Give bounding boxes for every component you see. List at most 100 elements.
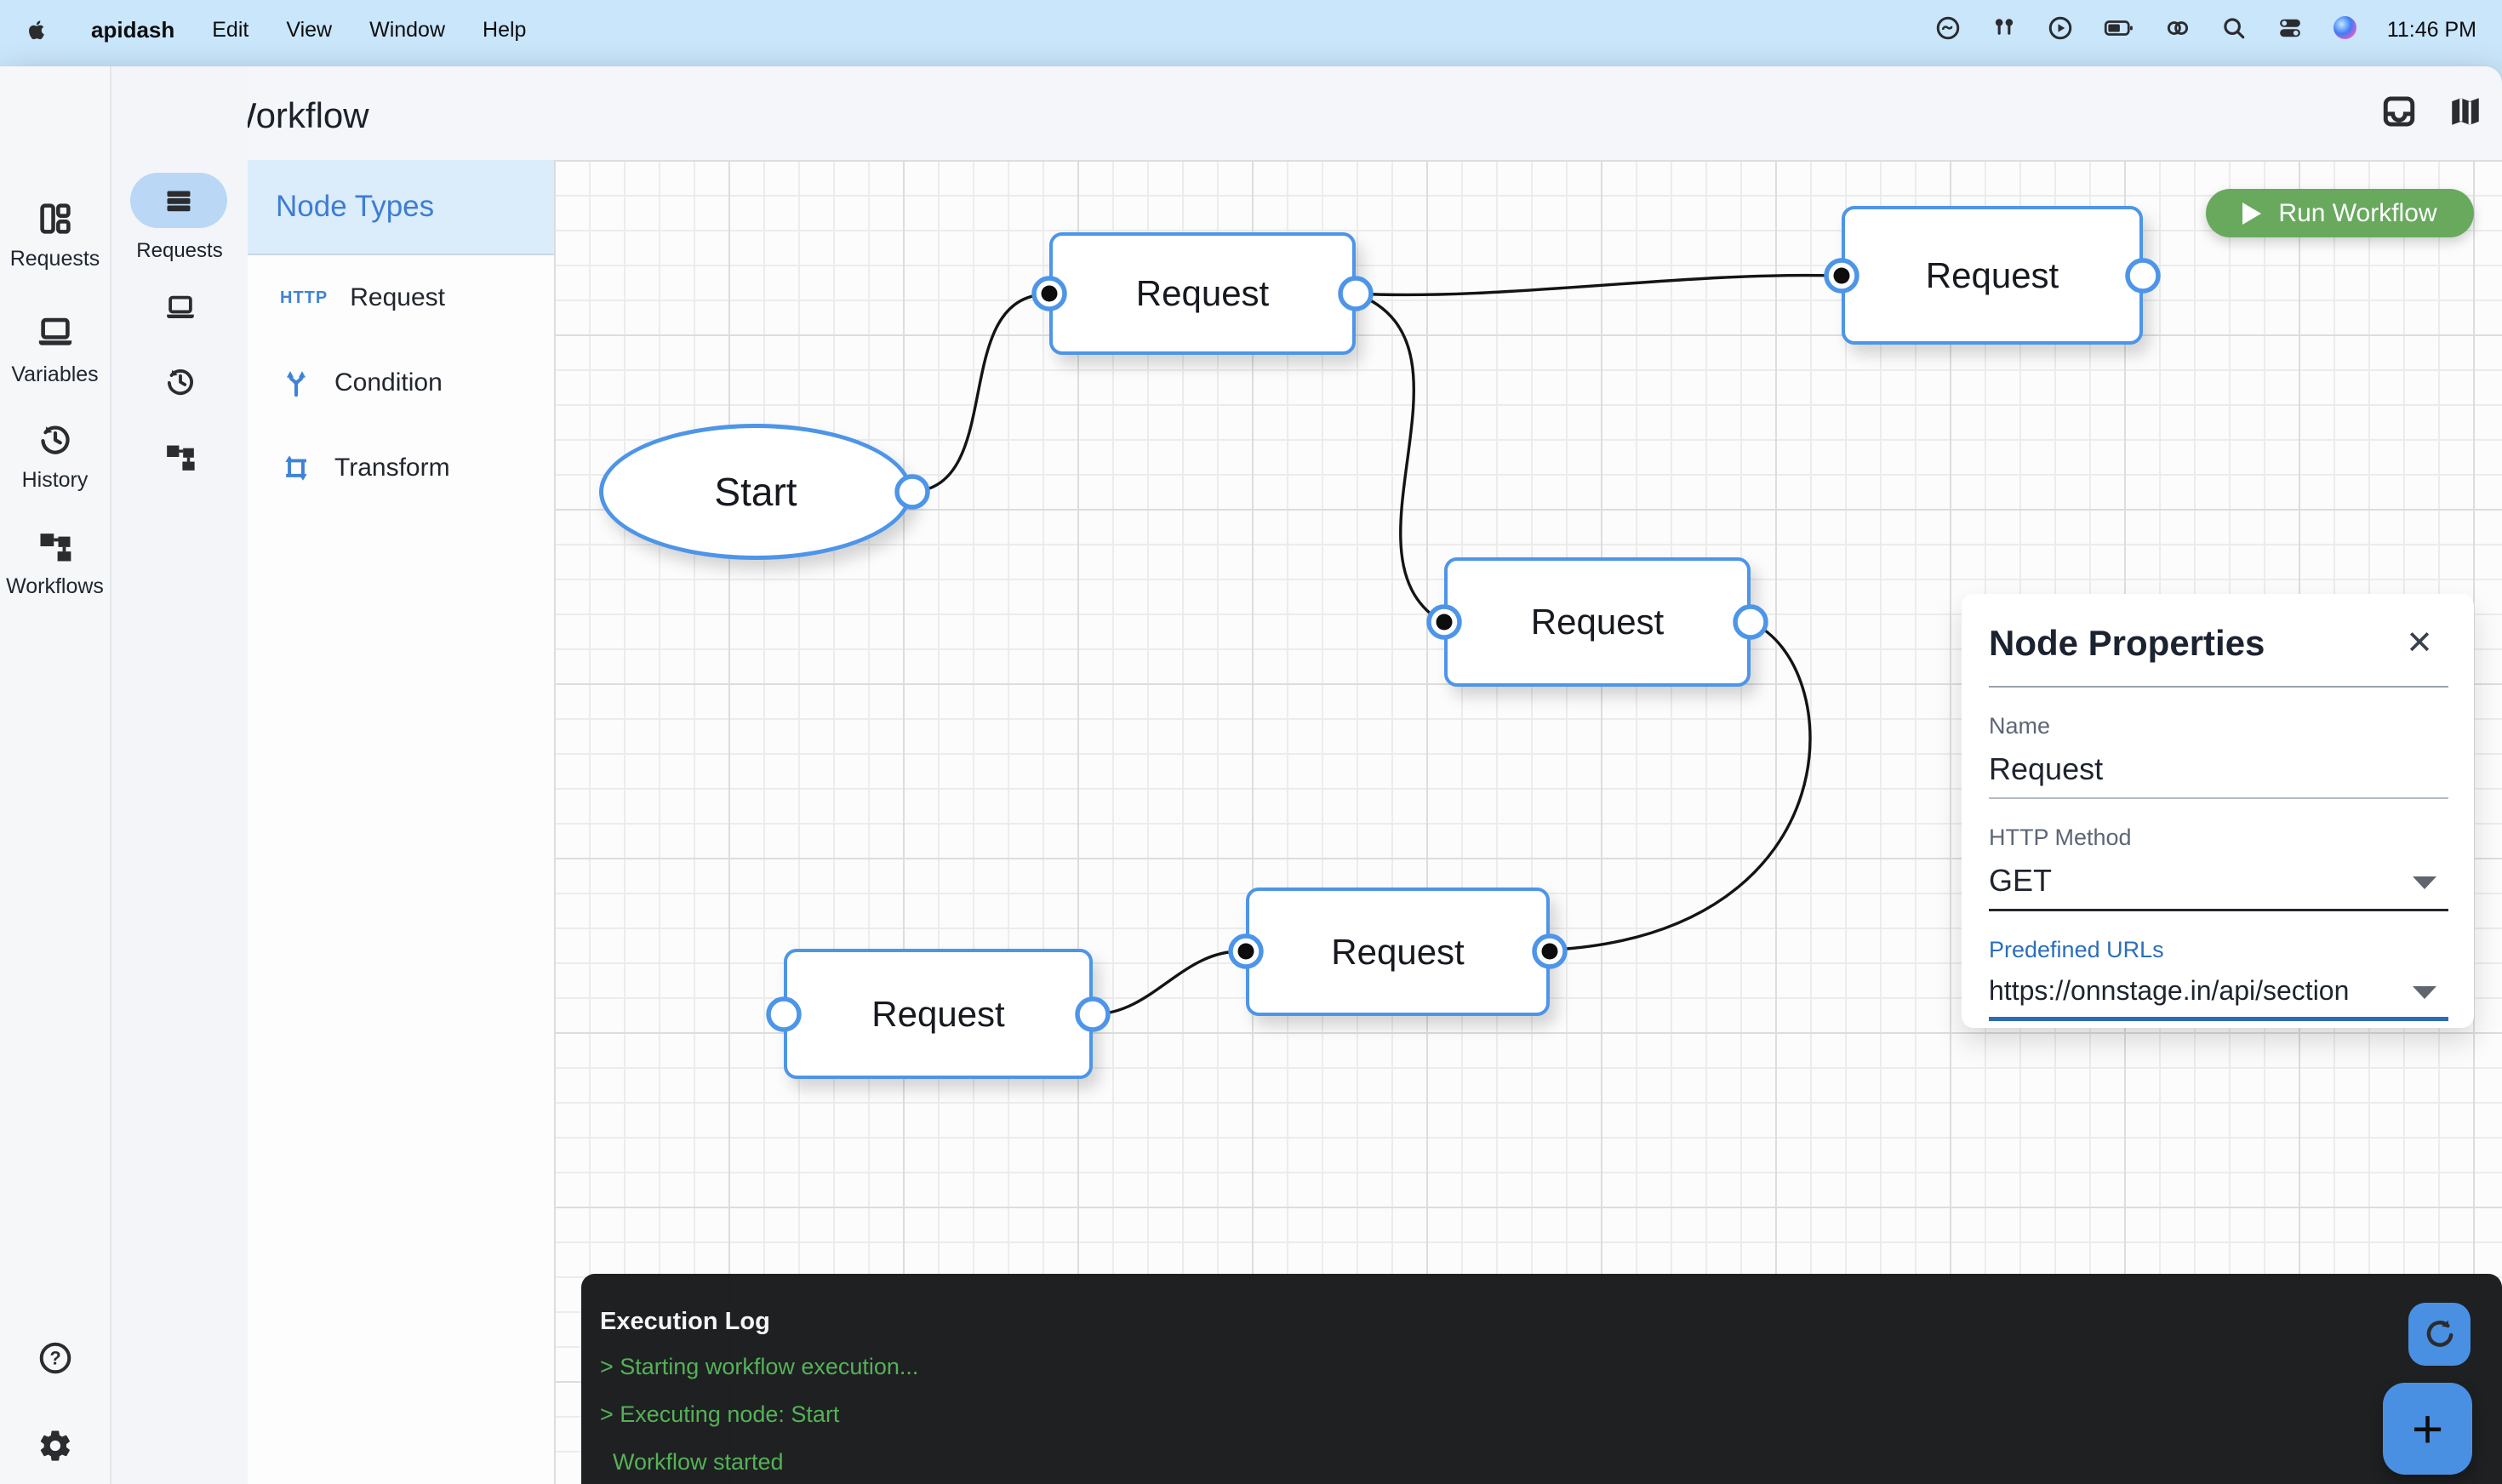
status-hotspot-icon[interactable] bbox=[2165, 15, 2191, 45]
laptop-icon bbox=[36, 313, 75, 352]
clock[interactable]: 11:46 PM bbox=[2386, 17, 2476, 42]
field-value[interactable]: Request bbox=[1989, 751, 2104, 786]
gear-button[interactable] bbox=[0, 1428, 110, 1464]
tray-button[interactable] bbox=[2381, 94, 2417, 134]
history-icon bbox=[164, 366, 197, 398]
creative-cloud-icon bbox=[1935, 15, 1961, 41]
search-icon bbox=[2221, 15, 2247, 41]
dashboard-icon bbox=[37, 201, 73, 237]
status-battery-icon[interactable] bbox=[2104, 13, 2134, 48]
execution-log-title: Execution Log bbox=[600, 1308, 770, 1335]
field-value[interactable]: GET bbox=[1989, 863, 2053, 898]
field-label: Predefined URLs bbox=[1989, 937, 2164, 962]
menu-edit[interactable]: Edit bbox=[212, 17, 249, 42]
sidebar-item-label: History bbox=[21, 468, 89, 492]
refresh-icon bbox=[2423, 1317, 2457, 1351]
menu-help[interactable]: Help bbox=[483, 17, 527, 42]
chevron-down-icon bbox=[2413, 876, 2436, 889]
status-creative-cloud-icon[interactable] bbox=[1935, 15, 1961, 45]
status-siri-icon[interactable] bbox=[2333, 16, 2356, 43]
sidebar-item-requests[interactable]: Requests bbox=[0, 201, 110, 271]
palette-item-condition[interactable]: Condition bbox=[248, 340, 554, 425]
sidebar-item-workflows[interactable]: Workflows bbox=[0, 528, 110, 599]
app-menu[interactable]: apidash bbox=[91, 16, 175, 43]
play-icon bbox=[2242, 202, 2262, 225]
menu-window[interactable]: Window bbox=[369, 17, 446, 42]
node-palette-title: Node Types bbox=[248, 160, 554, 255]
workflow-node-req1[interactable]: Request bbox=[1049, 232, 1356, 355]
subrail-workflow-button[interactable] bbox=[164, 441, 197, 477]
field-underline bbox=[1989, 797, 2448, 799]
field-label: Name bbox=[1989, 713, 2051, 739]
divider bbox=[1989, 686, 2448, 688]
status-play-circle-icon[interactable] bbox=[2048, 15, 2073, 45]
menu-view[interactable]: View bbox=[286, 17, 333, 42]
branch-icon bbox=[280, 367, 312, 399]
help-button[interactable]: ? bbox=[0, 1340, 110, 1376]
subrail-laptop-button[interactable] bbox=[164, 292, 197, 328]
field-value[interactable]: https://onnstage.in/api/section bbox=[1989, 975, 2350, 1006]
list-icon bbox=[163, 186, 194, 216]
palette-item-transform[interactable]: Transform bbox=[248, 425, 554, 511]
map-button[interactable] bbox=[2448, 94, 2483, 134]
svg-text:?: ? bbox=[49, 1347, 60, 1368]
tray-icon bbox=[2381, 94, 2417, 129]
sidebar-item-history[interactable]: History bbox=[0, 422, 110, 493]
apple-icon[interactable] bbox=[26, 16, 49, 43]
palette-item-label: Request bbox=[350, 283, 445, 311]
hotspot-icon bbox=[2165, 15, 2191, 41]
workflow-node-req2[interactable]: Request bbox=[1842, 206, 2143, 345]
menu-bar: apidash Edit View Window Help 11:46 PM bbox=[0, 0, 2502, 60]
field-predefined-urls[interactable]: Predefined URLs https://onnstage.in/api/s… bbox=[1989, 937, 2448, 1021]
workflow-node-start[interactable]: Start bbox=[599, 424, 912, 560]
subrail-history-button[interactable] bbox=[164, 366, 197, 402]
workflow-node-req5[interactable]: Request bbox=[784, 949, 1093, 1079]
status-control-center-icon[interactable] bbox=[2277, 15, 2303, 45]
chevron-down-icon bbox=[2413, 986, 2436, 999]
log-line: > Starting workflow execution... bbox=[600, 1354, 919, 1379]
refresh-fab-button[interactable] bbox=[2408, 1303, 2471, 1366]
panel-title: Node Properties bbox=[1989, 623, 2265, 663]
play-circle-icon bbox=[2048, 15, 2073, 41]
sidebar-item-label: Variables bbox=[11, 362, 99, 386]
log-line: Workflow started bbox=[600, 1449, 784, 1475]
history-icon bbox=[37, 422, 73, 458]
field-underline bbox=[1989, 1017, 2448, 1021]
execution-log: Execution Log > Starting workflow execut… bbox=[581, 1274, 2502, 1484]
sidebar-item-label: Workflows bbox=[6, 574, 104, 598]
gear-icon bbox=[37, 1428, 73, 1464]
sidebar-item-label: Requests bbox=[136, 239, 223, 262]
http-icon: HTTP bbox=[280, 288, 328, 307]
help-icon: ? bbox=[37, 1340, 73, 1376]
workflow-node-req4[interactable]: Request bbox=[1246, 888, 1550, 1016]
secondary-sidebar: Requests bbox=[111, 66, 248, 1484]
workflow-node-req3[interactable]: Request bbox=[1444, 557, 1751, 687]
workflow-icon bbox=[164, 441, 197, 473]
plus-fab-button[interactable]: + bbox=[2383, 1383, 2472, 1475]
log-line: > Executing node: Start bbox=[600, 1401, 840, 1428]
control-center-icon bbox=[2277, 15, 2303, 41]
battery-icon bbox=[2104, 13, 2134, 43]
close-icon[interactable]: ✕ bbox=[2406, 625, 2433, 661]
map-icon bbox=[2448, 94, 2483, 129]
laptop-icon bbox=[164, 292, 197, 324]
run-workflow-button[interactable]: Run Workflow bbox=[2206, 189, 2474, 237]
field-label: HTTP Method bbox=[1989, 825, 2132, 850]
sidebar-item-label: Requests bbox=[9, 247, 100, 271]
status-airpods-icon[interactable] bbox=[1991, 15, 2017, 45]
status-search-icon[interactable] bbox=[2221, 15, 2247, 45]
palette-item-label: Transform bbox=[334, 454, 450, 482]
transform-icon bbox=[280, 452, 312, 484]
sidebar-item-requests-active[interactable] bbox=[130, 173, 227, 228]
airpods-icon bbox=[1991, 15, 2017, 41]
palette-item-request[interactable]: HTTP Request bbox=[248, 255, 554, 340]
siri-icon bbox=[2333, 16, 2356, 39]
sidebar-item-variables[interactable]: Variables bbox=[0, 313, 110, 387]
palette-item-label: Condition bbox=[334, 368, 443, 397]
workflow-icon bbox=[37, 528, 73, 564]
